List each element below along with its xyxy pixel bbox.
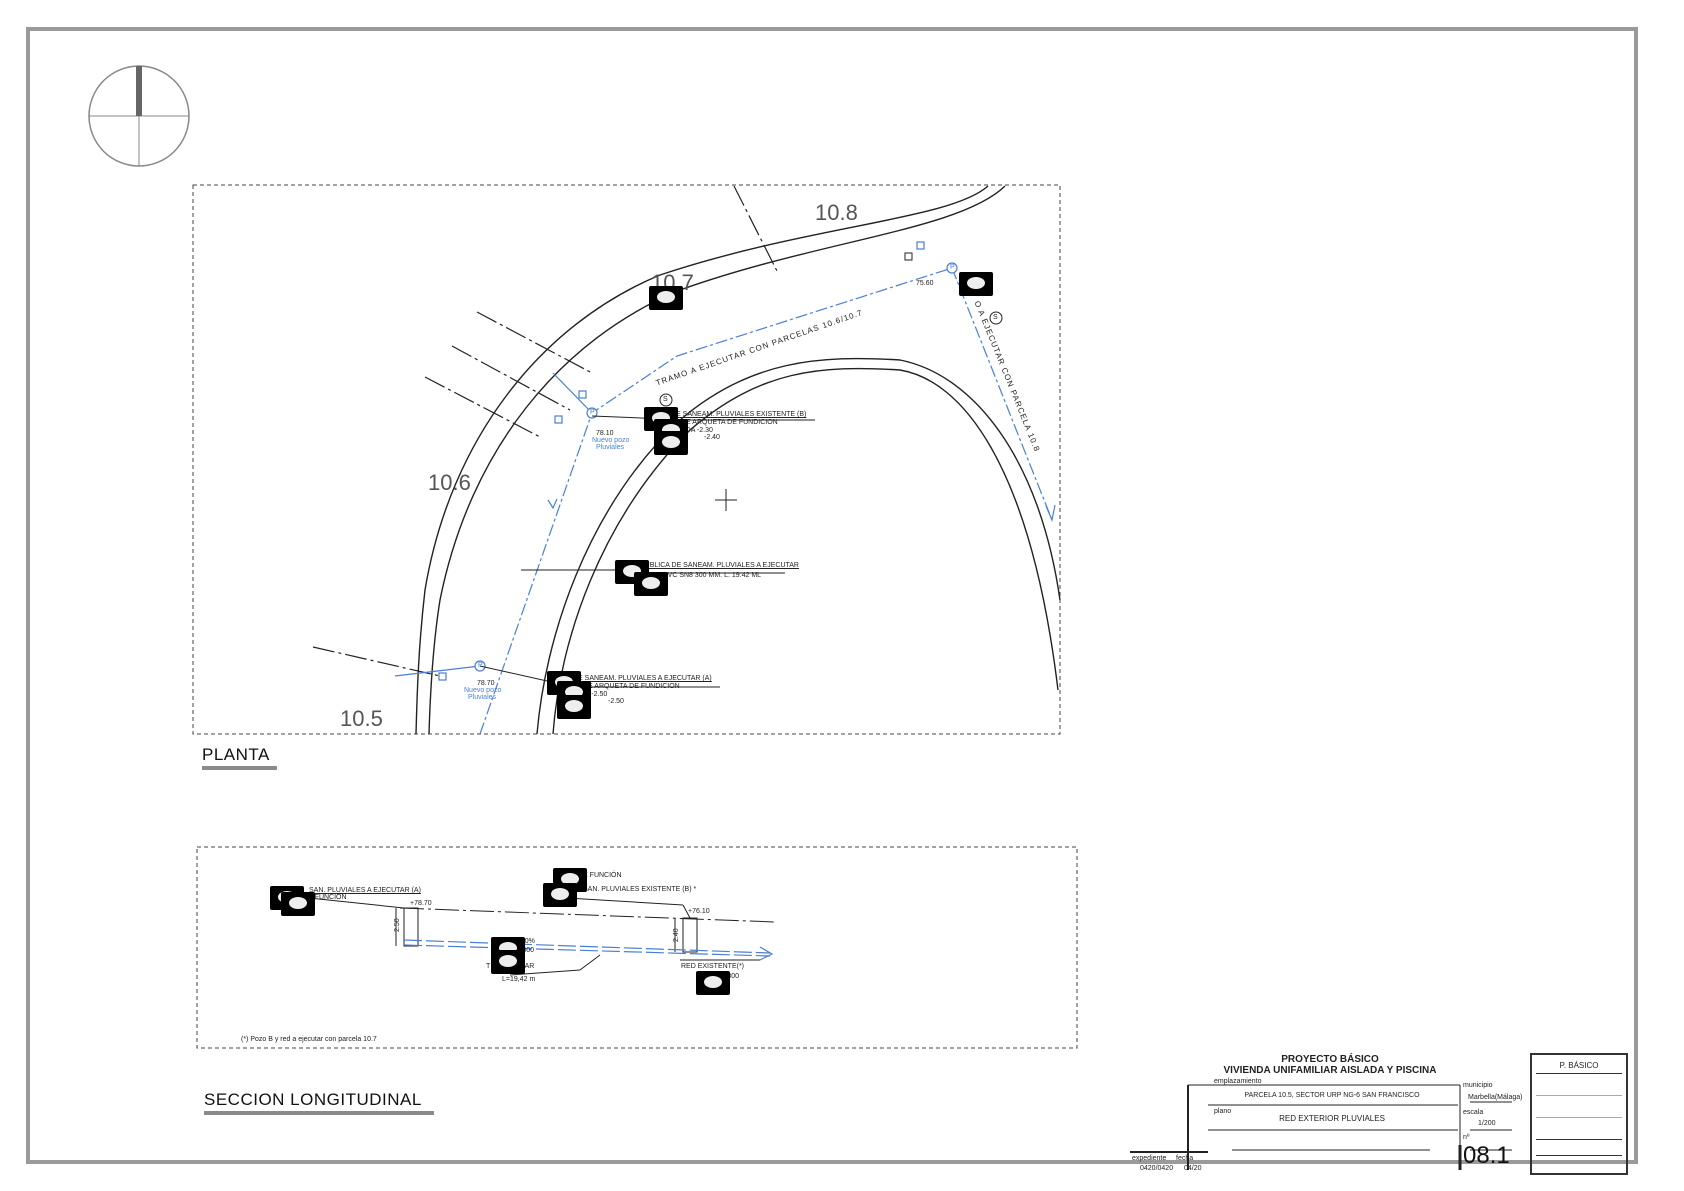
section-red: RED EXISTENTE(*) (681, 963, 745, 970)
section-geometry (289, 895, 776, 976)
callout-b-line: DE ARQUETA DE FUNDICION (681, 419, 778, 426)
north-arrow-icon (88, 65, 190, 167)
plan-viewport (192, 184, 1061, 735)
section-heading: SECCION LONGITUDINAL (204, 1090, 422, 1109)
comment-icon[interactable] (634, 572, 668, 596)
comment-icon[interactable] (281, 892, 315, 916)
comment-icon[interactable] (696, 971, 730, 995)
plano-value: RED EXTERIOR PLUVIALES (1279, 1114, 1385, 1123)
section-viewport (196, 846, 1078, 1049)
parcel-label: 10.6 (428, 470, 471, 495)
stamp-divider (1536, 1073, 1622, 1074)
fecha-label: fecha (1176, 1155, 1194, 1162)
parcel-boundaries (312, 185, 779, 677)
section-label-b2: SAN. PLUVIALES EXISTENTE (B) * (583, 886, 697, 893)
section-label-a1: SAN. PLUVIALES A EJECUTAR (A) (309, 887, 421, 894)
s-symbol-icon (659, 393, 673, 407)
callout-b-line: DE SANEAM. PLUVIALES EXISTENTE (B) (671, 411, 807, 418)
callout-a-line: DA -2.50 (580, 691, 608, 698)
rainwater-network (394, 241, 1056, 735)
section-depth-b: 2.40 (673, 928, 680, 942)
heading-underline (202, 766, 277, 770)
stamp-divider (1536, 1095, 1622, 1096)
project-title-2: VIVIENDA UNIFAMILIAR AISLADA Y PISCINA (1223, 1065, 1437, 1076)
section-level-a: +78.70 (410, 900, 432, 907)
level-label: 75.60 (916, 280, 934, 287)
p-symbol-label: P (590, 409, 595, 416)
expediente-value: 0420/0420 (1140, 1165, 1174, 1172)
expediente-label: expediente (1132, 1155, 1167, 1162)
sheet-number: 08.1 (1463, 1142, 1510, 1169)
callout-a-line: DE ARQUETA DE FUNDICION (583, 683, 680, 690)
s-symbol-icon (989, 311, 1003, 325)
project-title-1: PROYECTO BÁSICO (1281, 1054, 1379, 1065)
emplazamiento-label: emplazamiento (1214, 1078, 1262, 1085)
pozo-b-type: Pluviales (596, 444, 625, 451)
stamp-title: P. BÁSICO (1559, 1061, 1599, 1070)
number-label: nº (1463, 1134, 1470, 1141)
escala-label: escala (1463, 1109, 1484, 1116)
comment-icon[interactable] (959, 272, 993, 296)
section-footnote: (*) Pozo B y red a ejecutar con parcela … (241, 1036, 377, 1043)
callout-mid-line: PUBLICA DE SANEAM. PLUVIALES A EJECUTAR (640, 562, 799, 569)
parcel-label: 10.5 (340, 706, 383, 731)
stamp-divider (1536, 1155, 1622, 1156)
stamp-box: P. BÁSICO (1530, 1053, 1628, 1175)
stamp-divider (1536, 1139, 1622, 1140)
comment-icon[interactable] (649, 286, 683, 310)
fecha-value: 04/20 (1184, 1165, 1202, 1172)
leader-lines (479, 415, 815, 688)
section-label-b1: DE FUNCIÓN (578, 872, 622, 879)
comment-icon[interactable] (654, 431, 688, 455)
plano-label: plano (1214, 1108, 1232, 1115)
titleblock-lines (1130, 1084, 1512, 1170)
pozo-b-level: 78.10 (596, 430, 614, 437)
pozo-b-name: Nuevo pozo (592, 437, 630, 444)
s-symbol-label: S (663, 396, 668, 403)
comment-icon[interactable] (543, 883, 577, 907)
comment-icon[interactable] (491, 950, 525, 974)
section-depth-a: 2.50 (394, 918, 401, 932)
callout-mid-line: PVC SN8 300 MM. L: 19.42 ML (663, 572, 762, 579)
drawing-frame (26, 27, 1638, 1164)
stamp-divider (1536, 1117, 1622, 1118)
emplazamiento-value: PARCELA 10.5, SECTOR URP NG-6 SAN FRANCI… (1244, 1092, 1420, 1099)
municipio-value: Marbella(Málaga) (1468, 1094, 1523, 1101)
s-symbol-label: S (993, 314, 998, 321)
pozo-a-type: Pluviales (468, 694, 497, 701)
callout-a-line: -2.50 (608, 698, 624, 705)
parcel-label: 10.8 (815, 200, 858, 225)
heading-underline (204, 1111, 434, 1115)
p-symbol-label: P (478, 662, 483, 669)
callout-b-line: ADA -2.30 (681, 427, 713, 434)
pozo-a-level: 78.70 (477, 680, 495, 687)
callout-b-line: -2.40 (704, 434, 720, 441)
road-edges (415, 185, 1061, 735)
section-level-b: +76.10 (688, 908, 710, 915)
pozo-a-name: Nuevo pozo (464, 687, 502, 694)
municipio-label: municipio (1463, 1082, 1493, 1089)
plan-heading: PLANTA (202, 745, 270, 764)
comment-icon[interactable] (557, 695, 591, 719)
p-symbol-label: P (950, 264, 955, 271)
crosshair-icon (715, 489, 737, 511)
callout-a-line: DE SANEAM. PLUVIALES A EJECUTAR (A) (573, 675, 712, 682)
section-label-a2: DE FUNCION (303, 894, 347, 901)
escala-value: 1/200 (1478, 1120, 1496, 1127)
section-length: L=19,42 m (502, 976, 536, 983)
